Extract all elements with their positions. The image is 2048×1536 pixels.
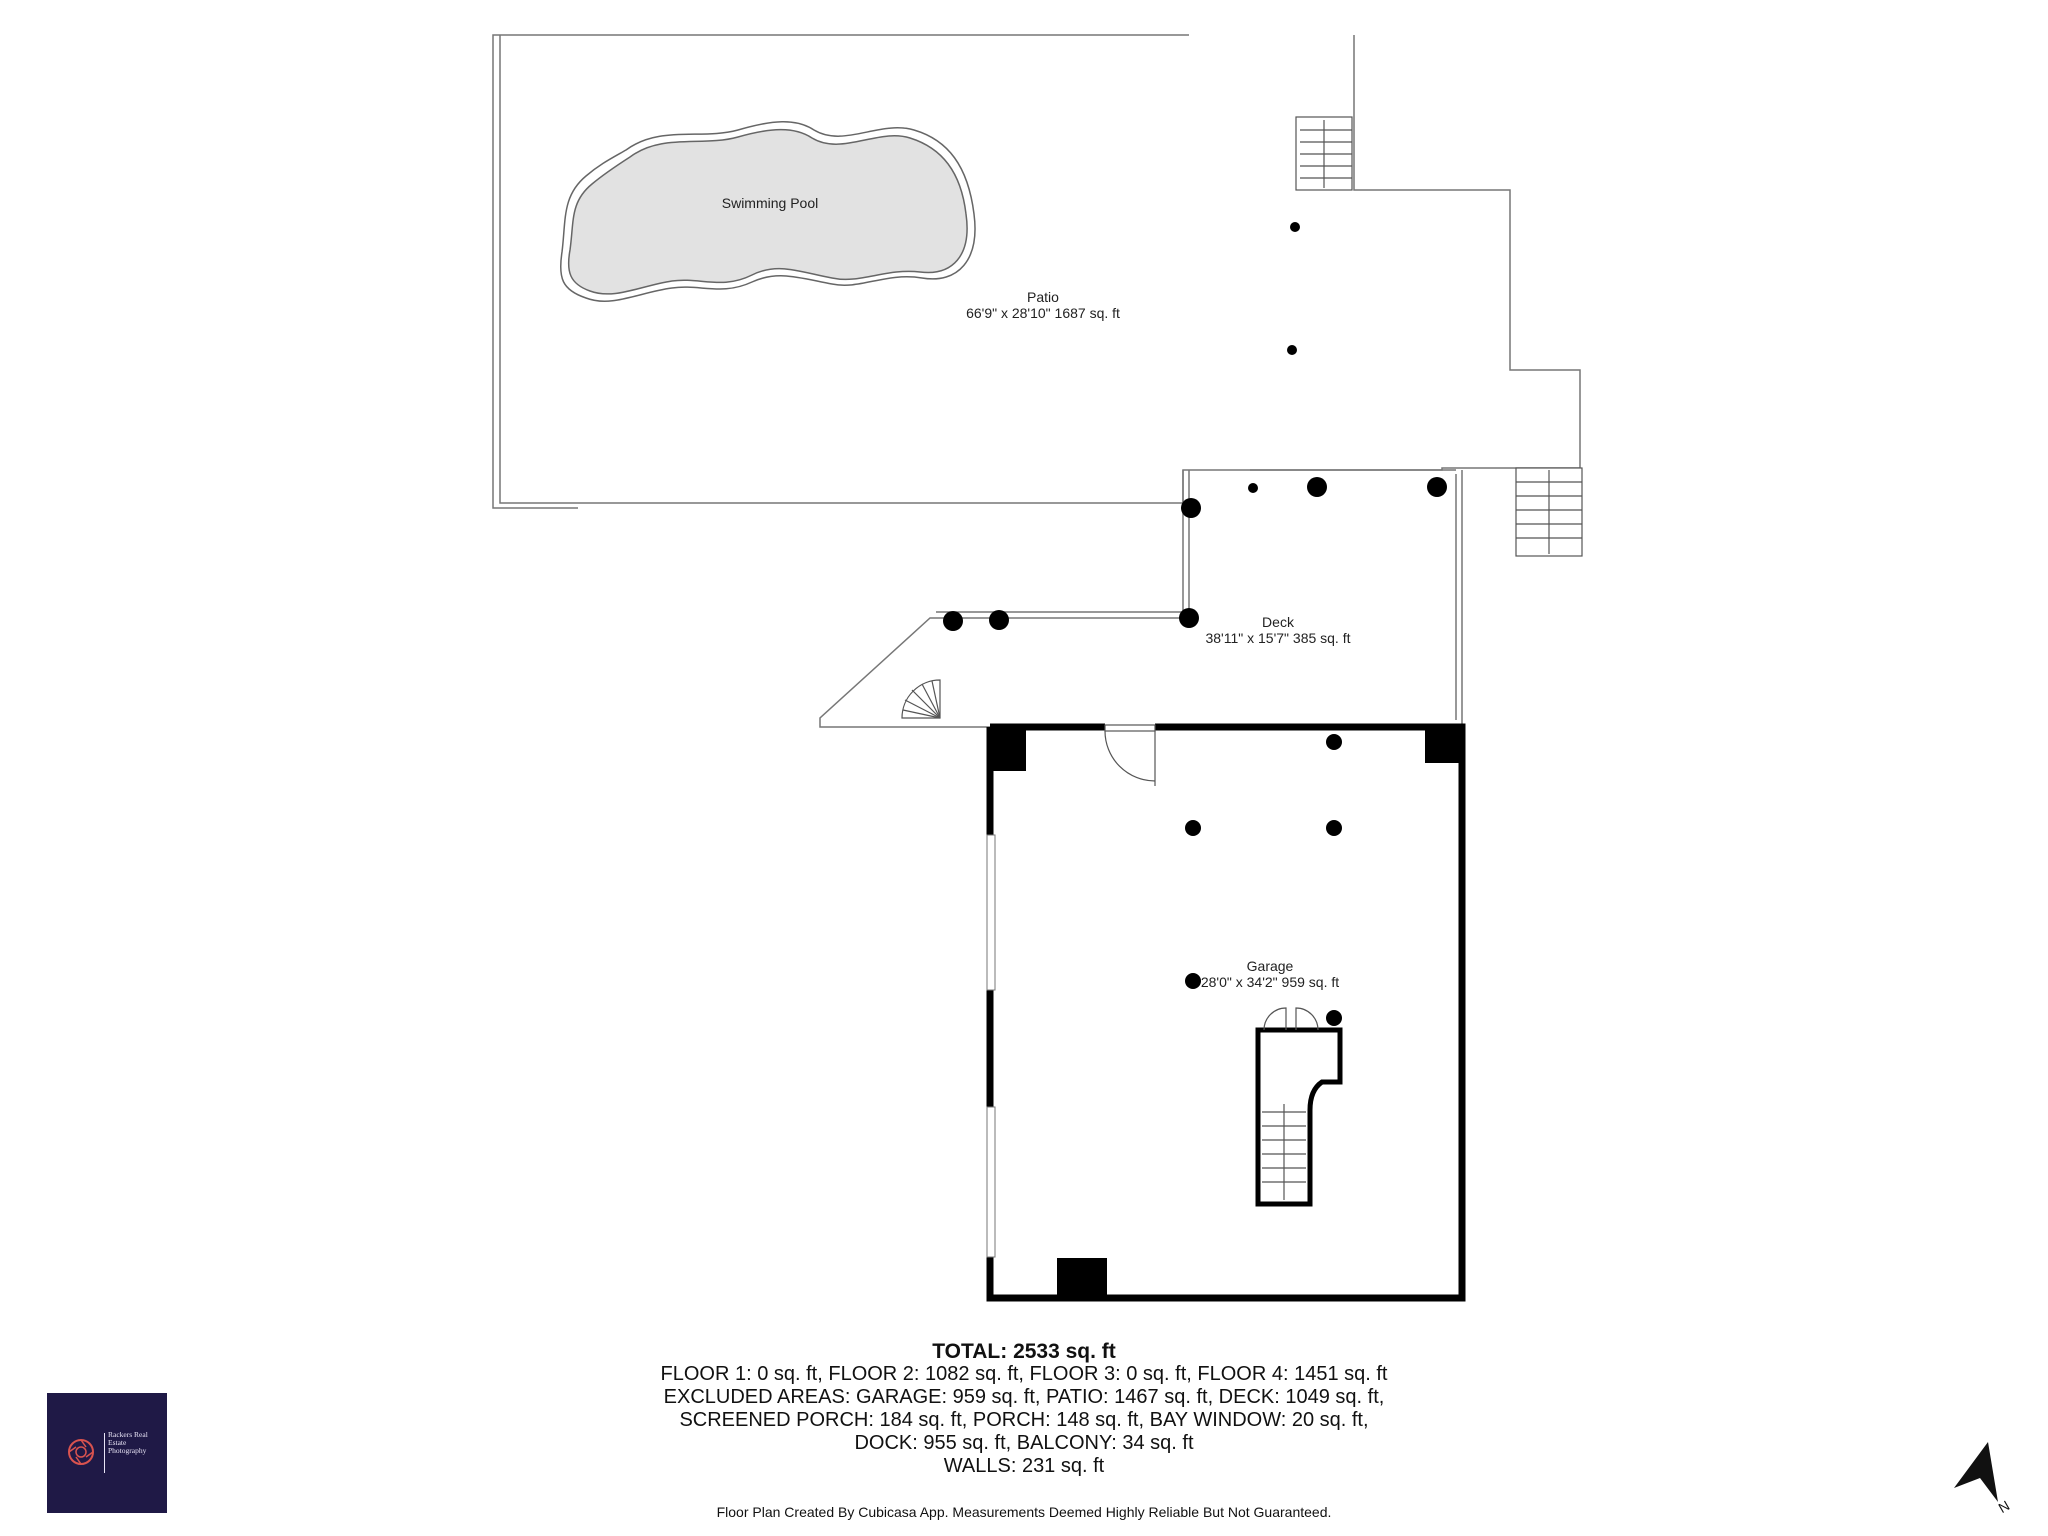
summary-line: FLOOR 1: 0 sq. ft, FLOOR 2: 1082 sq. ft,… bbox=[660, 1363, 1388, 1385]
credit-note: Floor Plan Created By Cubicasa App. Meas… bbox=[716, 1504, 1332, 1520]
logo-text: Rackers Real Estate Photography bbox=[108, 1430, 148, 1455]
swimming-pool bbox=[559, 121, 976, 302]
pool-label: Swimming Pool bbox=[722, 195, 818, 211]
garage-dimensions: 28'0" x 34'2" 959 sq. ft bbox=[1201, 974, 1339, 990]
garage-staircase bbox=[1255, 1007, 1343, 1207]
aperture-icon bbox=[68, 1439, 94, 1465]
company-logo: Rackers Real Estate Photography bbox=[47, 1393, 167, 1513]
patio-dimensions: 66'9" x 28'10" 1687 sq. ft bbox=[966, 305, 1120, 321]
patio-stairs-east bbox=[1515, 467, 1583, 557]
deck-posts bbox=[943, 222, 1447, 631]
patio-label: Patio bbox=[1027, 289, 1059, 305]
summary-line: DOCK: 955 sq. ft, BALCONY: 34 sq. ft bbox=[854, 1432, 1194, 1454]
deck-label: Deck bbox=[1262, 614, 1295, 630]
garage-posts bbox=[1185, 734, 1342, 1026]
garage-label: Garage bbox=[1247, 958, 1294, 974]
deck-dimensions: 38'11" x 15'7" 385 sq. ft bbox=[1205, 630, 1350, 646]
summary-line: SCREENED PORCH: 184 sq. ft, PORCH: 148 s… bbox=[679, 1409, 1369, 1431]
area-summary: TOTAL: 2533 sq. ft FLOOR 1: 0 sq. ft, FL… bbox=[474, 1340, 1574, 1478]
north-arrow-icon: N bbox=[1954, 1442, 2013, 1516]
summary-line: EXCLUDED AREAS: GARAGE: 959 sq. ft, PATI… bbox=[663, 1386, 1385, 1408]
total-area: TOTAL: 2533 sq. ft bbox=[932, 1340, 1116, 1363]
patio-stairs-north bbox=[1295, 116, 1353, 191]
garage-door bbox=[1104, 724, 1156, 786]
garage-walls bbox=[986, 723, 1466, 1302]
compass-label: N bbox=[1996, 1497, 2013, 1516]
summary-line: WALLS: 231 sq. ft bbox=[943, 1455, 1105, 1477]
spiral-staircase bbox=[901, 679, 941, 719]
